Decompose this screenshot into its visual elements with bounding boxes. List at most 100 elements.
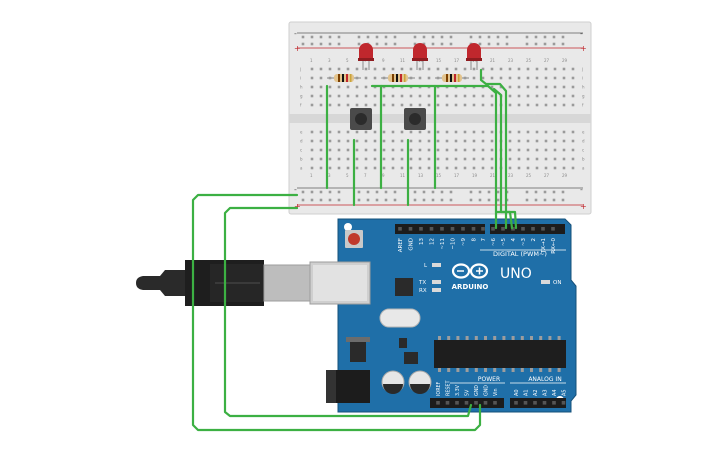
rail-hole	[440, 190, 444, 194]
breadboard-hole	[571, 166, 575, 170]
breadboard-hole	[499, 85, 503, 89]
breadboard-hole	[400, 130, 404, 134]
header-pin	[461, 227, 465, 231]
rail-hole	[440, 198, 444, 202]
breadboard-hole	[571, 148, 575, 152]
header-pin	[483, 401, 488, 405]
breadboard-hole	[409, 94, 413, 98]
breadboard-hole	[445, 67, 449, 71]
pin-label: ~6	[491, 238, 497, 247]
row-letter: d	[300, 139, 303, 144]
breadboard-hole	[373, 94, 377, 98]
header-pin	[450, 227, 455, 231]
pin-label: 12	[430, 238, 436, 245]
reset-button[interactable]	[345, 230, 363, 248]
breadboard-hole	[553, 148, 557, 152]
row-letter: j	[299, 67, 301, 72]
breadboard-hole	[517, 157, 521, 161]
breadboard-hole	[391, 67, 395, 71]
breadboard-hole	[553, 103, 557, 107]
breadboard-hole	[355, 139, 359, 143]
resistor-1[interactable]	[327, 74, 361, 82]
breadboard-hole	[337, 103, 341, 107]
breadboard-hole	[319, 130, 323, 134]
header-pin	[481, 227, 485, 231]
rail-hole	[478, 42, 482, 46]
wire-led-bridge	[494, 210, 518, 230]
breadboard-hole	[490, 103, 494, 107]
breadboard-hole	[382, 139, 386, 143]
row-letter: h	[300, 85, 303, 90]
column-number: 1	[310, 173, 313, 178]
breadboard-hole	[382, 166, 386, 170]
resistor-3[interactable]	[435, 74, 469, 82]
breadboard-hole	[319, 148, 323, 152]
usb-cable[interactable]	[136, 260, 311, 306]
breadboard-hole	[463, 103, 467, 107]
led-3[interactable]	[466, 43, 482, 70]
breadboard-hole	[373, 166, 377, 170]
breadboard-hole	[481, 76, 485, 80]
breadboard-hole	[409, 103, 413, 107]
breadboard-hole	[418, 157, 422, 161]
pushbutton-2[interactable]	[404, 108, 426, 130]
led-1[interactable]	[358, 43, 374, 70]
row-letter: a	[582, 166, 585, 171]
breadboard-hole	[328, 94, 332, 98]
breadboard-hole	[490, 157, 494, 161]
arduino-logo-text: ARDUINO	[452, 283, 489, 291]
breadboard-hole	[310, 157, 314, 161]
small-chip	[404, 352, 418, 364]
wire-5v-rail	[223, 206, 473, 418]
rx-label: RX	[419, 288, 427, 294]
breadboard-hole	[463, 67, 467, 71]
resistor-2[interactable]	[381, 74, 415, 82]
column-number: 23	[508, 58, 514, 63]
breadboard-hole	[490, 85, 494, 89]
breadboard-hole	[328, 157, 332, 161]
breadboard-hole	[526, 76, 530, 80]
capacitor-2	[408, 370, 432, 394]
rail-hole	[422, 198, 426, 202]
breadboard-hole	[355, 103, 359, 107]
column-number: 15	[436, 173, 442, 178]
breadboard-hole	[328, 148, 332, 152]
rail-sign-plus-br: +	[580, 202, 587, 211]
pushbutton-1[interactable]	[350, 108, 372, 130]
breadboard-hole	[517, 85, 521, 89]
rail-hole	[449, 42, 453, 46]
row-letter: f	[582, 103, 584, 108]
power-jack[interactable]	[326, 370, 370, 403]
rail-hole	[301, 190, 305, 194]
breadboard-channel	[289, 114, 591, 123]
breadboard-hole	[346, 85, 350, 89]
column-number: 5	[346, 173, 349, 178]
breadboard-hole	[427, 94, 431, 98]
breadboard-hole	[571, 85, 575, 89]
breadboard-hole	[364, 76, 368, 80]
breadboard-hole	[535, 157, 539, 161]
breadboard-hole	[328, 67, 332, 71]
header-top-left	[395, 224, 485, 234]
row-letter: e	[582, 130, 585, 135]
breadboard-hole	[571, 130, 575, 134]
header-pin	[541, 227, 545, 231]
breadboard-hole	[490, 67, 494, 71]
breadboard-hole	[508, 139, 512, 143]
rail-hole	[366, 198, 370, 202]
header-top-right	[490, 224, 565, 234]
breadboard-hole	[319, 166, 323, 170]
header-pin	[445, 401, 450, 405]
led-2[interactable]	[412, 43, 428, 70]
breadboard-hole	[364, 166, 368, 170]
column-number: 15	[436, 58, 442, 63]
usb-b-port[interactable]	[309, 261, 371, 305]
rail-hole	[384, 35, 388, 39]
breadboard-hole	[328, 103, 332, 107]
breadboard-hole	[490, 139, 494, 143]
breadboard-hole	[436, 67, 440, 71]
breadboard-hole	[436, 130, 440, 134]
breadboard-hole	[364, 130, 368, 134]
pin-label: GND	[409, 238, 415, 251]
